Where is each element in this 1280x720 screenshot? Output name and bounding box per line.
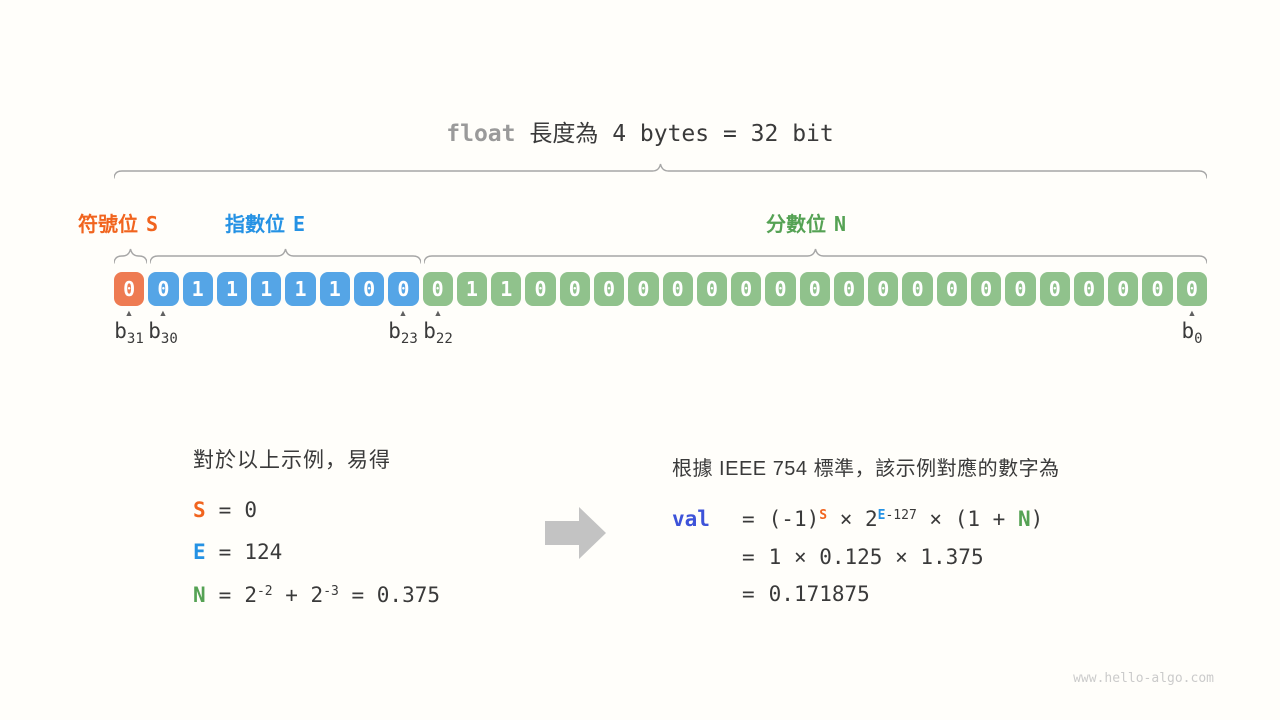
val-symbol: val [672,507,710,531]
bit-cell-fraction: 0 [696,272,728,306]
equals-sign: = [742,545,755,569]
exponent-section-label: 指數位 E [225,208,305,237]
bit-index-label: b30 [148,319,178,348]
fraction-symbol: N [834,212,847,236]
bit-cell-fraction: 0 [799,272,830,306]
bit-index-label: b0 [1181,319,1203,348]
bit-cell-exponent: 0 [388,272,419,306]
bit-pointer-31: ▲b31 [114,308,144,348]
bit-pointer-23: ▲b23 [388,308,418,348]
formula-expression: (-1)S × 2E-127 × (1 + N) [768,507,1044,531]
formula-result: 0.171875 [768,582,870,606]
bit-cell-exponent: 1 [319,272,350,306]
bit-cell-exponent: 1 [251,272,282,306]
up-arrow-icon: ▲ [398,308,408,318]
e-value: 124 [244,540,283,564]
bit-cell-fraction: 0 [902,272,933,306]
bit-index-label: b22 [423,319,453,348]
bit-cell-exponent: 1 [216,272,248,306]
up-arrow-icon: ▲ [158,308,168,318]
bit-cell-fraction: 0 [1108,272,1139,306]
n-expression: 2-2 + 2-3 = 0.375 [244,583,441,607]
equals-sign: = [742,507,755,531]
title-text: 長度為 4 bytes = 32 bit [515,121,834,147]
equals-sign: = [218,583,232,607]
watermark: www.hello-algo.com [1073,671,1214,686]
formula-line-3: = 0.171875 [672,582,870,606]
bit-cell-exponent: 0 [353,272,385,306]
total-width-brace [114,163,1207,179]
bit-cell-exponent: 0 [148,272,179,306]
n-value-row: N = 2-2 + 2-3 = 0.375 [193,583,440,607]
diagram-title: float 長度為 4 bytes = 32 bit [0,114,1280,148]
bit-cell-fraction: 0 [422,272,453,306]
n-symbol: N [193,583,206,607]
fraction-section-label: 分數位 N [766,208,846,237]
bit-cell-exponent: 1 [285,272,316,306]
up-arrow-icon: ▲ [1187,308,1197,318]
bit-cell-fraction: 0 [971,272,1002,306]
exponent-label-text: 指數位 [225,214,285,236]
bit-cell-fraction: 0 [833,272,865,306]
e-symbol: E [193,540,206,564]
equals-sign: = [218,540,232,564]
example-heading: 對於以上示例，易得 [193,449,391,472]
float-keyword: float [446,121,516,147]
fraction-label-text: 分數位 [766,214,826,236]
bit-cell-fraction: 0 [868,272,899,306]
bit-cell-fraction: 0 [593,272,625,306]
bit-cell-exponent: 1 [182,272,213,306]
bit-cell-fraction: 0 [628,272,659,306]
n-symbol-inline: N [1017,507,1031,531]
s-superscript: S [819,508,828,523]
bit-cell-fraction: 0 [936,272,968,306]
bit-cell-fraction: 1 [491,272,522,306]
equals-sign: = [742,582,755,606]
bit-index-label: b23 [388,319,418,348]
right-block-arrow-icon [545,507,606,559]
bit-index-label: b31 [114,319,144,348]
bit-cell-fraction: 1 [456,272,488,306]
bit-pointer-22: ▲b22 [423,308,453,348]
exponent-brace [150,248,421,264]
bit-cell-fraction: 0 [662,272,693,306]
fraction-brace [424,248,1207,264]
bit-cell-fraction: 0 [1005,272,1036,306]
e-value-row: E = 124 [193,540,282,564]
bit-cell-sign: 0 [114,272,145,306]
formula-line-2: = 1 × 0.125 × 1.375 [672,545,984,569]
bit-pointer-0: ▲b0 [1181,308,1203,348]
formula-line-1: val = (-1)S × 2E-127 × (1 + N) [672,507,1043,531]
bit-cell-fraction: 0 [1073,272,1105,306]
s-value-row: S = 0 [193,498,257,522]
bit-cell-fraction: 0 [1176,272,1207,306]
bit-pointer-30: ▲b30 [148,308,178,348]
sign-section-label: 符號位 S [78,208,158,237]
bit-cell-fraction: 0 [1142,272,1173,306]
sign-brace [114,248,147,264]
up-arrow-icon: ▲ [124,308,134,318]
sign-symbol: S [146,212,159,236]
bit-cell-fraction: 0 [731,272,762,306]
s-value: 0 [244,498,257,522]
exponent-symbol: E [293,212,306,236]
bit-cell-fraction: 0 [559,272,590,306]
sign-label-text: 符號位 [78,214,138,236]
bit-cell-fraction: 0 [765,272,796,306]
equals-sign: = [218,498,232,522]
formula-step: 1 × 0.125 × 1.375 [768,545,984,569]
bit-cell-fraction: 0 [1039,272,1070,306]
s-symbol: S [193,498,206,522]
bit-cell-fraction: 0 [525,272,556,306]
e-superscript: E [877,508,886,523]
result-heading: 根據 IEEE 754 標準，該示例對應的數字為 [672,458,1060,480]
up-arrow-icon: ▲ [433,308,443,318]
